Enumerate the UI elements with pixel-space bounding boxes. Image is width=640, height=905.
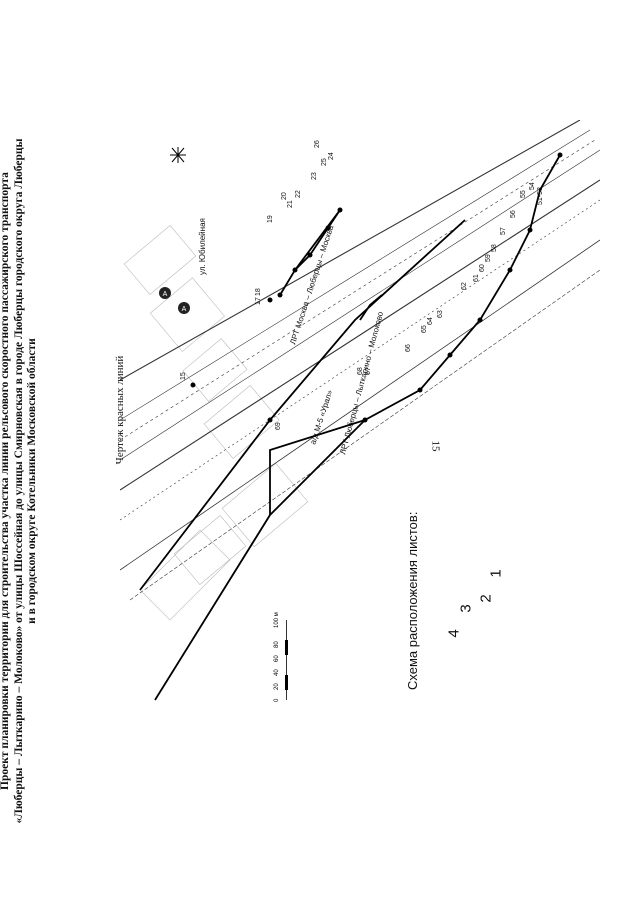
document-title: Проект планировки территории для строите… bbox=[0, 131, 81, 831]
red-line-boundaries bbox=[139, 154, 561, 701]
rail-label-moscow: ЛРТ Москва – Люберцы – Москва bbox=[288, 224, 335, 346]
label-20: 20 bbox=[281, 192, 288, 200]
scale-tick-60: 60 bbox=[274, 655, 280, 662]
label-59: 59 bbox=[485, 254, 492, 262]
label-24: 24 bbox=[328, 152, 335, 160]
label-65: 65 bbox=[421, 325, 428, 333]
label-51-53: 51-53 bbox=[537, 187, 544, 205]
scale-tick-20: 20 bbox=[274, 683, 280, 690]
scale-tick-80: 80 bbox=[274, 641, 280, 648]
stop-marker-icon bbox=[178, 302, 190, 314]
label-61: 61 bbox=[473, 274, 480, 282]
street-label: ул. Юбилейная bbox=[198, 218, 207, 275]
sheet-number-3: 3 bbox=[457, 604, 475, 613]
stop-marker-letter-1: А bbox=[163, 291, 168, 298]
label-23: 23 bbox=[311, 172, 318, 180]
sheet-number-1: 1 bbox=[487, 569, 505, 578]
title-line-1: Проект планировки территории для строите… bbox=[0, 172, 11, 790]
label-26: 26 bbox=[314, 140, 321, 148]
road-corridor bbox=[119, 119, 601, 601]
bus-stop-markers: А А bbox=[159, 287, 190, 314]
label-67: 67 bbox=[365, 367, 372, 375]
scale-tick-0: 0 bbox=[274, 698, 280, 702]
label-66: 66 bbox=[405, 344, 412, 352]
label-18: 18 bbox=[255, 288, 262, 296]
point-labels: 15 17 18 19 20 21 22 23 24 25 26 51-53 5… bbox=[180, 140, 544, 430]
label-62: 62 bbox=[461, 282, 468, 290]
label-21: 21 bbox=[287, 200, 294, 208]
label-56: 56 bbox=[510, 210, 517, 218]
label-17: 17 bbox=[255, 297, 262, 305]
scale-tick-100: 100 м bbox=[274, 612, 280, 628]
red-lines-map: 15 17 18 19 20 21 22 23 24 25 26 51-53 5… bbox=[119, 119, 601, 760]
title-line-3: и в городском округе Котельники Московск… bbox=[26, 338, 38, 624]
label-22: 22 bbox=[295, 190, 302, 198]
label-63: 63 bbox=[437, 310, 444, 318]
label-69: 69 bbox=[275, 422, 282, 430]
sheet-number-4: 4 bbox=[445, 629, 463, 638]
label-55: 55 bbox=[520, 190, 527, 198]
vertex-points bbox=[190, 152, 563, 423]
sheet-scheme-title: Схема расположения листов: bbox=[405, 511, 420, 690]
stop-marker-icon bbox=[159, 287, 171, 299]
label-15: 15 bbox=[180, 372, 187, 380]
scale-tick-40: 40 bbox=[274, 669, 280, 676]
label-19: 19 bbox=[267, 215, 274, 223]
label-68: 68 bbox=[357, 367, 364, 375]
map-drawing: 15 17 18 19 20 21 22 23 24 25 26 51-53 5… bbox=[119, 119, 601, 702]
highway-label: а/д М-5 «Урал» bbox=[308, 388, 334, 445]
title-line-2: «Люберцы – Лыткарино – Молоково» от улиц… bbox=[12, 138, 25, 824]
stop-marker-letter-2: А bbox=[182, 306, 187, 313]
label-58: 58 bbox=[491, 244, 498, 252]
compass-icon bbox=[170, 147, 186, 163]
label-54: 54 bbox=[529, 182, 536, 190]
label-60: 60 bbox=[479, 264, 486, 272]
scale-bar: 0 20 40 60 80 100 м bbox=[274, 612, 288, 702]
label-25: 25 bbox=[321, 158, 328, 166]
label-57: 57 bbox=[500, 227, 507, 235]
sheet-number-2: 2 bbox=[477, 594, 495, 603]
label-64: 64 bbox=[427, 317, 434, 325]
